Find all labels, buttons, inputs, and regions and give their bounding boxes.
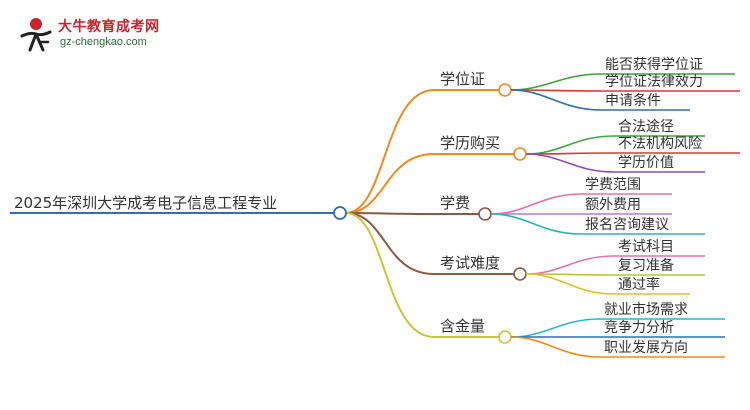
branch-connector <box>345 212 435 275</box>
leaf-label: 竞争力分析 <box>604 319 674 336</box>
logo-url: gz-chengkao.com <box>60 36 147 48</box>
branch-label: 学费 <box>440 194 470 212</box>
leaf-label: 就业市场需求 <box>604 301 688 318</box>
leaf-label: 学费范围 <box>585 176 641 193</box>
leaf-connector <box>510 336 601 358</box>
leaf-connector <box>510 89 602 111</box>
branch-node <box>513 267 527 281</box>
leaf-connector <box>510 318 601 338</box>
leaf-label: 能否获得学位证 <box>605 56 703 73</box>
branch-connector <box>345 212 435 338</box>
branch-connector <box>345 153 435 214</box>
leaf-label: 学历价值 <box>618 155 674 171</box>
branch-label: 学位证 <box>440 70 485 88</box>
leaf-label: 合法途径 <box>618 118 674 135</box>
branch-node <box>513 147 527 161</box>
leaf-label: 考试科目 <box>618 239 674 255</box>
leaf-connector <box>525 152 615 155</box>
leaf-label: 职业发展方向 <box>604 340 688 356</box>
branch-node <box>498 330 512 344</box>
bull-character-icon <box>20 18 52 52</box>
leaf-connector <box>525 135 615 155</box>
leaf-connector <box>525 153 615 173</box>
branch-label: 含金量 <box>440 317 485 335</box>
leaf-label: 报名咨询建议 <box>585 217 669 233</box>
leaf-label: 复习准备 <box>618 257 674 274</box>
branch-connector <box>345 89 435 214</box>
leaf-connector <box>490 213 582 235</box>
leaf-connector <box>490 193 582 215</box>
leaf-label: 不法机构风险 <box>618 136 702 152</box>
site-logo[interactable]: 大牛教育成考网 gz-chengkao.com <box>16 14 176 54</box>
logo-title: 大牛教育成考网 <box>58 18 160 34</box>
leaf-connector <box>525 255 615 275</box>
leaf-label: 通过率 <box>618 276 660 293</box>
leaf-label: 学位证法律效力 <box>605 74 703 90</box>
leaf-connector <box>510 73 602 91</box>
leaf-label: 额外费用 <box>585 197 641 213</box>
branch-node <box>478 207 492 221</box>
leaf-label: 申请条件 <box>605 92 661 109</box>
branch-label: 学历购买 <box>440 134 500 152</box>
leaf-connector <box>525 273 615 295</box>
branch-label: 考试难度 <box>440 254 500 272</box>
branch-connector <box>345 212 435 215</box>
branch-node <box>498 83 512 97</box>
root-label: 2025年深圳大学成考电子信息工程专业 <box>14 194 277 212</box>
root-node <box>333 206 347 220</box>
